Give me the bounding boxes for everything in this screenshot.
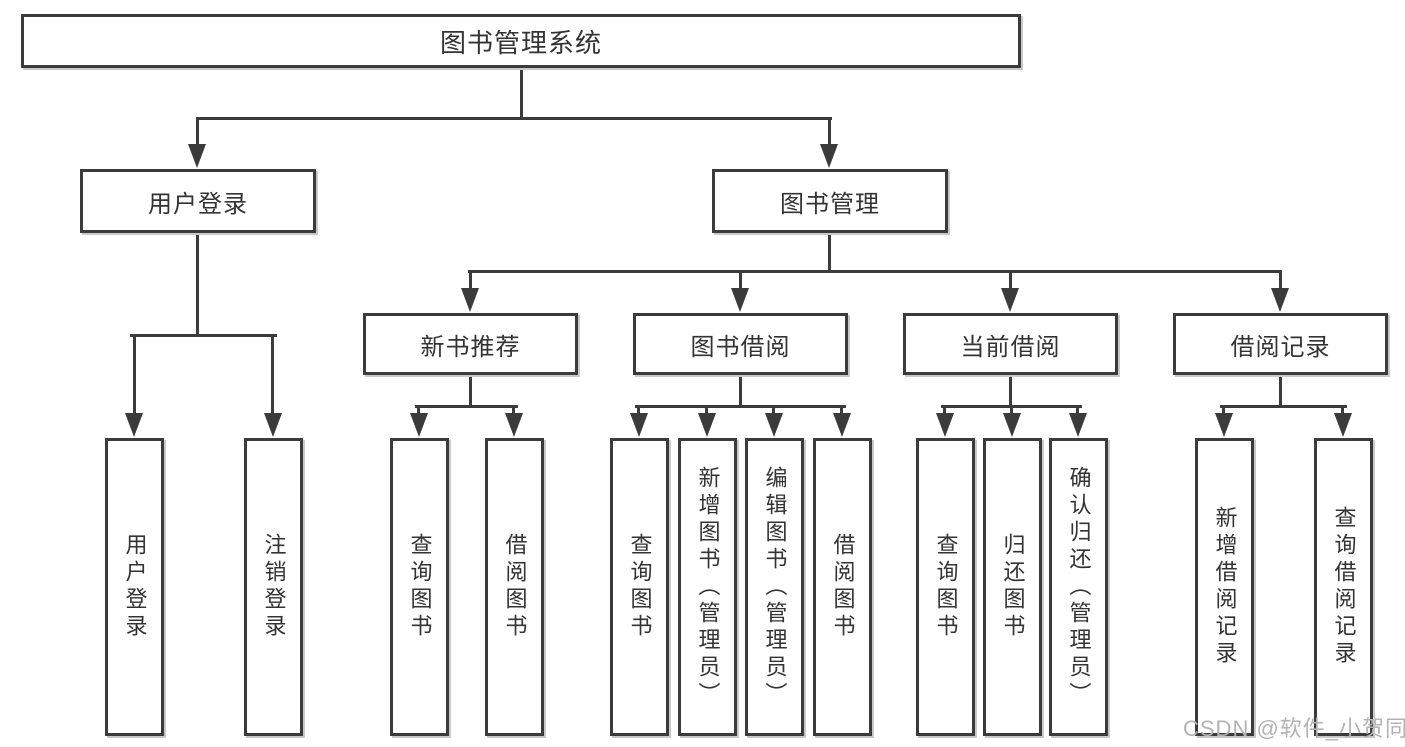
node-root: 图书管理系统 [21,14,1021,68]
leaf-user-login: 用户登录 [105,438,164,736]
leaf-edit-book-admin: 编辑图书（管理员） [745,438,804,736]
leaf-user-login-label: 用户登录 [122,533,148,641]
node-borrow-records-label: 借阅记录 [1230,333,1331,361]
arrow-down-icon [125,413,143,437]
connector-group-bus [1220,405,1347,408]
node-book-borrow-label: 图书借阅 [690,333,791,361]
leaf-add-borrow-record-label: 新增借阅记录 [1212,506,1238,668]
arrow-down-icon [731,288,749,312]
leaf-add-book-admin-label: 新增图书（管理员） [695,465,721,709]
leaf-query-books-2: 查询图书 [610,438,669,736]
connector-drop [637,405,640,417]
connector-mgmt-stem [828,233,831,273]
node-borrow-records: 借阅记录 [1173,313,1388,375]
arrow-down-icon [410,413,428,437]
connector-drop [739,270,742,292]
connector-drop [840,405,843,417]
connector-drop [1076,405,1079,417]
arrow-down-icon [264,413,282,437]
arrow-down-icon [820,144,838,168]
leaf-return-book: 归还图书 [983,438,1042,736]
leaf-edit-book-admin-label: 编辑图书（管理员） [762,465,788,709]
connector-root-stem [520,68,523,120]
arrow-down-icon [1001,288,1019,312]
node-new-books: 新书推荐 [363,313,578,375]
leaf-query-books-3: 查询图书 [916,438,975,736]
connector-drop [705,405,708,417]
arrow-down-icon [698,413,716,437]
connector-login-stem [196,233,199,337]
connector-group-stem [469,375,472,408]
connector-drop [417,405,420,417]
connector-drop-mgmt [828,117,831,147]
arrow-down-icon [1334,413,1352,437]
connector-drop [1009,270,1012,292]
leaf-logout-label: 注销登录 [261,533,287,641]
watermark: CSDN @软件_小贺同学 [1183,716,1405,741]
node-user-login: 用户登录 [80,169,316,233]
leaf-borrow-books-1: 借阅图书 [485,438,544,736]
connector-drop [1341,405,1344,417]
node-current-borrow: 当前借阅 [903,313,1118,375]
leaf-return-book-label: 归还图书 [1000,533,1026,641]
connector-drop [1279,270,1282,292]
connector-mgmt-bus [468,270,1282,273]
connector-login-bus [130,334,277,337]
leaf-add-book-admin: 新增图书（管理员） [678,438,737,736]
connector-drop [512,405,515,417]
node-book-mgmt: 图书管理 [712,169,948,233]
leaf-confirm-return-admin-label: 确认归还（管理员） [1066,465,1092,709]
arrow-down-icon [630,413,648,437]
leaf-query-books-1: 查询图书 [390,438,449,736]
arrow-down-icon [833,413,851,437]
leaf-query-borrow-record: 查询借阅记录 [1314,438,1373,736]
connector-group-bus [415,405,518,408]
connector-group-stem [739,375,742,408]
arrow-down-icon [1271,288,1289,312]
arrow-down-icon [1215,413,1233,437]
node-new-books-label: 新书推荐 [420,333,521,361]
connector-drop [469,270,472,292]
leaf-borrow-books-1-label: 借阅图书 [502,533,528,641]
leaf-query-books-2-label: 查询图书 [627,533,653,641]
connector-drop [1222,405,1225,417]
leaf-query-borrow-record-label: 查询借阅记录 [1331,506,1357,668]
arrow-down-icon [188,144,206,168]
connector-group-stem [1009,375,1012,408]
connector-drop [772,405,775,417]
leaf-logout: 注销登录 [244,438,303,736]
node-book-mgmt-label: 图书管理 [780,190,880,218]
arrow-down-icon [1003,413,1021,437]
connector-drop [133,334,136,416]
leaf-borrow-books-2-label: 借阅图书 [830,533,856,641]
arrow-down-icon [1069,413,1087,437]
leaf-query-books-1-label: 查询图书 [407,533,433,641]
connector-group-bus [635,405,846,408]
connector-drop [943,405,946,417]
leaf-borrow-books-2: 借阅图书 [813,438,872,736]
leaf-confirm-return-admin: 确认归还（管理员） [1049,438,1108,736]
arrow-down-icon [461,288,479,312]
arrow-down-icon [505,413,523,437]
node-user-login-label: 用户登录 [148,190,248,218]
arrow-down-icon [936,413,954,437]
connector-drop [271,334,274,416]
leaf-add-borrow-record: 新增借阅记录 [1195,438,1254,736]
connector-root-bus [196,117,832,120]
arrow-down-icon [765,413,783,437]
node-root-label: 图书管理系统 [439,27,602,58]
node-book-borrow: 图书借阅 [633,313,848,375]
connector-drop [1010,405,1013,417]
connector-group-stem [1279,375,1282,408]
node-current-borrow-label: 当前借阅 [960,333,1061,361]
leaf-query-books-3-label: 查询图书 [933,533,959,641]
connector-drop-login [196,117,199,147]
